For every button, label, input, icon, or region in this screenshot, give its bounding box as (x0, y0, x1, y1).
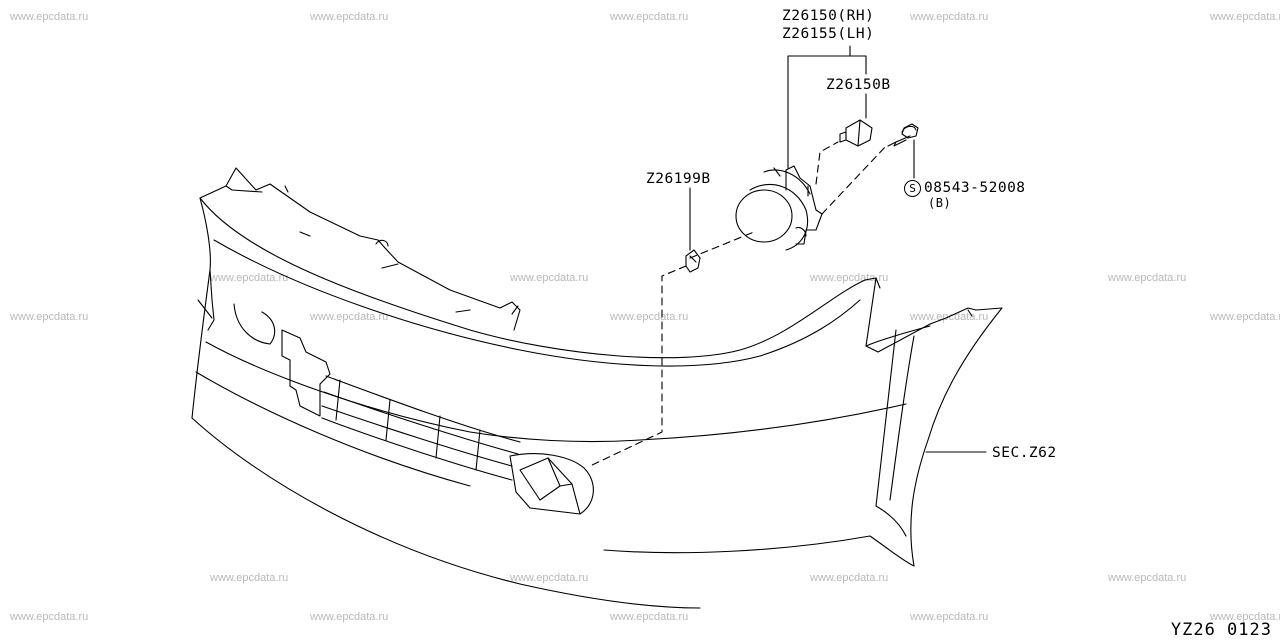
leader-lines (689, 45, 987, 453)
watermark: www.epcdata.ru (310, 611, 389, 623)
fog-lamp-assembly (735, 165, 823, 251)
watermark: www.epcdata.ru (1108, 572, 1187, 584)
bumper-top-flange (199, 167, 521, 331)
watermark: www.epcdata.ru (310, 311, 389, 323)
clip (685, 249, 701, 273)
label-screw-qty: (B) (928, 196, 952, 210)
left-fog-hole (233, 303, 276, 345)
screw (887, 123, 919, 147)
watermark: www.epcdata.ru (910, 611, 989, 623)
label-screw: 08543-52008 (924, 180, 1026, 196)
watermark: www.epcdata.ru (210, 572, 289, 584)
label-clip: Z26199B (646, 171, 711, 187)
watermark: www.epcdata.ru (10, 611, 89, 623)
watermark: www.epcdata.ru (10, 11, 89, 23)
bumper-lower-edge (191, 417, 701, 609)
bulb-socket (839, 119, 873, 147)
watermark: www.epcdata.ru (510, 272, 589, 284)
watermark: www.epcdata.ru (10, 311, 89, 323)
label-bulb: Z26150B (826, 77, 891, 93)
watermark: www.epcdata.ru (610, 611, 689, 623)
watermark: www.epcdata.ru (810, 572, 889, 584)
bumper-top-edge (199, 197, 866, 359)
watermark: www.epcdata.ru (810, 272, 889, 284)
watermark: www.epcdata.ru (610, 311, 689, 323)
watermark: www.epcdata.ru (510, 572, 589, 584)
watermark: www.epcdata.ru (1210, 311, 1280, 323)
label-fog-lamp-lh: Z26155(LH) (782, 26, 875, 42)
watermark: www.epcdata.ru (310, 11, 389, 23)
label-fog-lamp-rh: Z26150(RH) (782, 8, 875, 24)
watermark: www.epcdata.ru (1108, 272, 1187, 284)
screw-symbol-icon: S (904, 180, 921, 197)
watermark: www.epcdata.ru (1210, 11, 1280, 23)
watermark: www.epcdata.ru (1210, 611, 1280, 623)
watermark: www.epcdata.ru (210, 272, 289, 284)
alignment-lines (589, 141, 887, 467)
watermark: www.epcdata.ru (610, 11, 689, 23)
grille (281, 329, 331, 417)
fog-lamp-lens (735, 189, 793, 243)
diagram-code: YZ26 0123 (1170, 620, 1272, 640)
label-section-ref: SEC.Z62 (992, 445, 1057, 461)
watermark: www.epcdata.ru (910, 11, 989, 23)
front-bumper (191, 167, 1003, 609)
